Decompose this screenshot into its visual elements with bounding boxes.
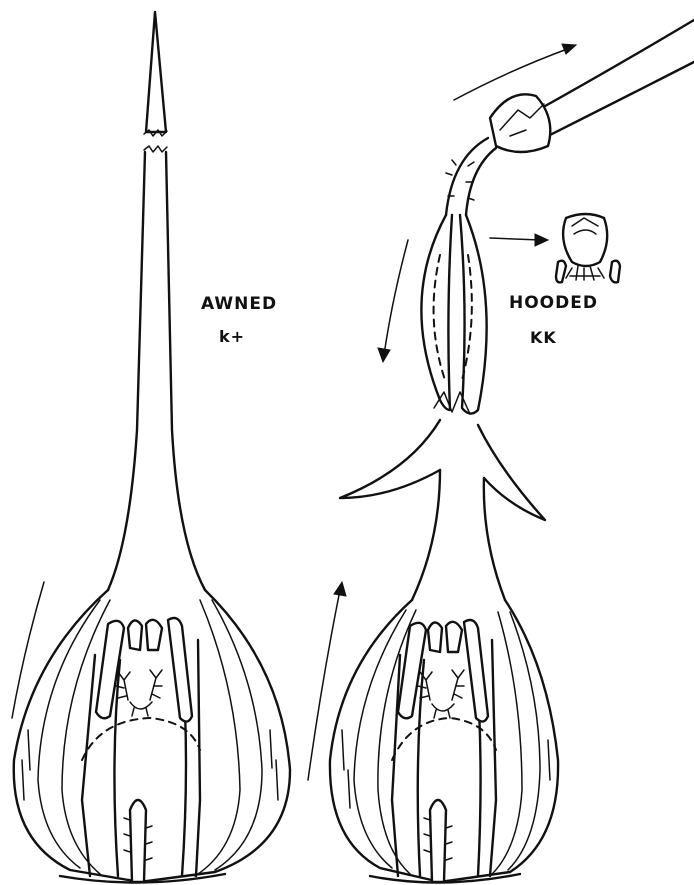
inner-lemma-right bbox=[460, 215, 487, 414]
hooded-hatch-2 bbox=[348, 770, 350, 808]
lemma-hatch-2 bbox=[22, 760, 24, 800]
hooded-stem-left bbox=[412, 470, 440, 600]
lemma-hatch-1 bbox=[28, 730, 30, 770]
hooded-anther-right bbox=[464, 620, 488, 722]
top-arrow-line bbox=[454, 48, 570, 100]
inset-arrow-head bbox=[535, 234, 548, 246]
arrows bbox=[308, 44, 576, 780]
lemma-vein-3 bbox=[212, 600, 262, 870]
hooded-lodicule-left bbox=[428, 622, 442, 652]
inset-anther-left bbox=[556, 261, 566, 283]
hooded-label: HOODED bbox=[509, 295, 598, 312]
hood-inset bbox=[556, 214, 620, 282]
hooded-inner-left bbox=[418, 660, 424, 876]
hooded-palea-left bbox=[392, 655, 400, 876]
awn-shaft-right bbox=[166, 152, 205, 590]
inset-stigma bbox=[566, 266, 604, 280]
hooded-lodicule-right bbox=[446, 622, 462, 652]
wing-right bbox=[478, 425, 545, 520]
lodicule-left bbox=[128, 620, 142, 650]
hood-glume bbox=[490, 94, 550, 152]
embryo-outline-left bbox=[82, 718, 200, 760]
inset-outer bbox=[563, 214, 607, 266]
inner-lemma-dash-left bbox=[434, 255, 445, 380]
awn-shaft-left bbox=[108, 152, 145, 590]
lemma-hatch-3 bbox=[270, 730, 272, 768]
hooded-vein-3 bbox=[508, 612, 540, 870]
stigma-right bbox=[150, 670, 162, 700]
wing-left bbox=[340, 420, 440, 498]
hooded-ovary bbox=[432, 704, 454, 718]
ovary bbox=[130, 702, 152, 716]
lemma-hatch-4 bbox=[276, 760, 278, 800]
hooded-palea-right bbox=[490, 640, 496, 876]
hooded-up-arrow-head bbox=[334, 582, 346, 596]
awn-tip bbox=[146, 12, 166, 132]
rachilla-left bbox=[130, 800, 146, 882]
inset-arrow-line bbox=[490, 238, 540, 240]
inset-inner bbox=[572, 218, 598, 234]
inner-line-left bbox=[114, 660, 120, 876]
lodicule-right bbox=[146, 620, 162, 650]
inset-anther-right bbox=[610, 261, 620, 283]
awn-break-lower bbox=[144, 146, 167, 152]
palea-left bbox=[82, 655, 95, 876]
hood-awn-upper bbox=[538, 20, 694, 110]
awned-label: AWNED bbox=[201, 296, 277, 313]
hooded-hatch-1 bbox=[342, 730, 344, 770]
hooded-stigma-right bbox=[452, 670, 464, 700]
hooded-hatch-3 bbox=[548, 740, 550, 780]
top-arrow-head bbox=[562, 44, 576, 54]
hooded-rachilla bbox=[430, 800, 446, 882]
hooded-up-arrow-line bbox=[308, 590, 340, 780]
awned-genotype-label: k+ bbox=[219, 329, 245, 345]
down-arrow-line bbox=[384, 240, 408, 355]
palea-right bbox=[196, 640, 200, 876]
anther-right bbox=[168, 618, 192, 722]
awned-floret bbox=[12, 12, 290, 883]
down-arrow-head bbox=[378, 348, 390, 362]
awned-arrow-line bbox=[12, 582, 44, 718]
inner-lemma-left bbox=[421, 215, 452, 410]
hooded-floret bbox=[330, 20, 694, 883]
hooded-genotype-label: KK bbox=[530, 330, 557, 346]
